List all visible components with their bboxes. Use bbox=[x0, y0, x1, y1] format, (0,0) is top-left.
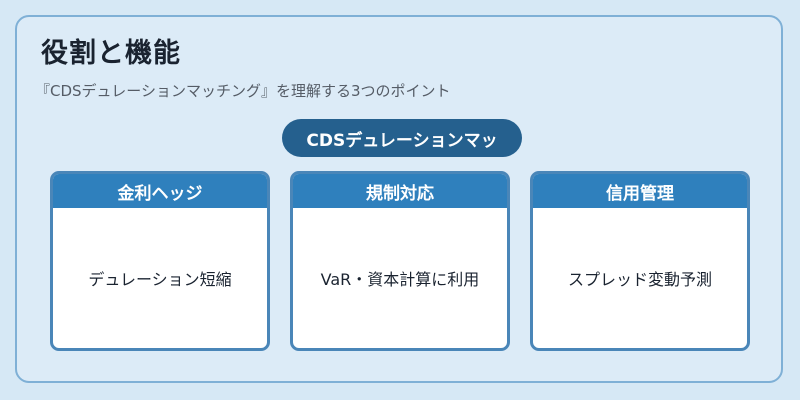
center-topic-pill: CDSデュレーションマッ bbox=[282, 119, 522, 157]
card-header: 金利ヘッジ bbox=[53, 174, 267, 208]
card-header: 信用管理 bbox=[533, 174, 747, 208]
card-header: 規制対応 bbox=[293, 174, 507, 208]
card-credit-management: 信用管理 スプレッド変動予測 bbox=[530, 171, 750, 351]
card-interest-rate-hedge: 金利ヘッジ デュレーション短縮 bbox=[50, 171, 270, 351]
card-regulatory-compliance: 規制対応 VaR・資本計算に利用 bbox=[290, 171, 510, 351]
page-subtitle: 『CDSデュレーションマッチング』を理解する3つのポイント bbox=[35, 82, 451, 100]
card-body: VaR・資本計算に利用 bbox=[320, 270, 480, 289]
page-title: 役割と機能 bbox=[41, 38, 181, 69]
card-body: スプレッド変動予測 bbox=[567, 270, 712, 289]
roles-functions-panel: 役割と機能 『CDSデュレーションマッチング』を理解する3つのポイント CDSデ… bbox=[15, 15, 783, 383]
card-body: デュレーション短縮 bbox=[88, 270, 232, 289]
